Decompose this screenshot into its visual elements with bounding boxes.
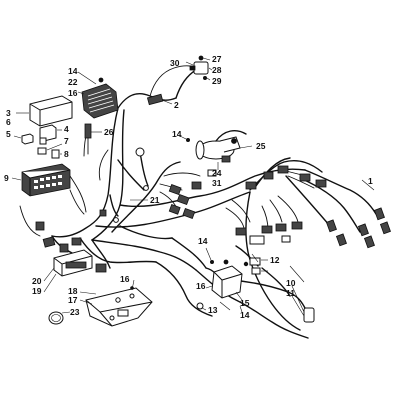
callout-8: 8 (64, 149, 69, 159)
regulator-screw (98, 77, 104, 83)
relay-assembly (205, 259, 249, 313)
callout-14-bottom: 14 (240, 310, 250, 320)
callout-14-center: 14 (198, 236, 208, 246)
control-module (43, 249, 93, 293)
callout-2: 2 (174, 100, 179, 110)
callout-22: 22 (68, 77, 78, 87)
fuse-7 (37, 143, 63, 155)
callout-29: 29 (212, 76, 222, 86)
callout-14-mid: 14 (172, 129, 182, 139)
callout-30: 30 (170, 58, 180, 68)
callout-7: 7 (64, 136, 69, 146)
connector-12 (249, 257, 268, 266)
callout-20: 20 (32, 276, 42, 286)
fuse-block (11, 163, 71, 197)
connector-14 (251, 267, 268, 275)
callout-18: 18 (68, 286, 78, 296)
callout-labels: 1 2 3 4 5 6 7 8 9 10 11 12 13 14 14 14 1… (4, 54, 373, 320)
voltage-regulator (77, 71, 119, 119)
callout-28: 28 (212, 65, 222, 75)
callout-3: 3 (6, 108, 11, 118)
connector-cluster-right (235, 165, 327, 245)
callout-6: 6 (6, 117, 11, 127)
callout-19: 19 (32, 286, 42, 296)
callout-31: 31 (212, 178, 222, 188)
callout-10: 10 (286, 278, 296, 288)
callout-27: 27 (212, 54, 222, 64)
screw-14b (179, 135, 190, 142)
callout-25: 25 (256, 141, 266, 151)
callout-5: 5 (6, 129, 11, 139)
callout-4: 4 (64, 124, 69, 134)
callout-13: 13 (208, 305, 218, 315)
callout-1: 1 (368, 176, 373, 186)
sensor-13 (196, 302, 207, 311)
ignition-switch (185, 55, 213, 81)
callout-15: 15 (240, 298, 250, 308)
sensor-26 (84, 123, 102, 155)
fuse-box-cover (16, 95, 73, 127)
harness-end-connectors (325, 179, 391, 249)
ring-terminal (135, 147, 145, 157)
callout-14-top: 14 (68, 66, 78, 76)
leader-lines (219, 253, 305, 311)
ring-clamp (48, 311, 71, 325)
callout-12: 12 (270, 255, 280, 265)
callout-24: 24 (212, 168, 222, 178)
callout-17: 17 (68, 295, 78, 305)
fuse-8 (51, 149, 62, 159)
ground-lug-21 (99, 185, 149, 223)
screw-14d (205, 247, 214, 264)
callout-9: 9 (4, 173, 9, 183)
connector-10-11 (291, 285, 315, 323)
callout-16-relay: 16 (196, 281, 206, 291)
connector-cluster-center (168, 169, 217, 219)
callout-21: 21 (150, 195, 160, 205)
connector-cluster-left (35, 221, 107, 273)
fuse-6 (39, 137, 47, 145)
callout-26: 26 (104, 127, 114, 137)
fuse-relay-5 (13, 133, 34, 145)
callout-16-plate: 16 (120, 274, 130, 284)
connector-plug-2 (146, 93, 173, 106)
callout-16-top: 16 (68, 88, 78, 98)
callout-11: 11 (286, 288, 295, 298)
starter-solenoid (195, 129, 253, 170)
callout-23: 23 (70, 307, 80, 317)
mounting-plate (79, 279, 153, 327)
